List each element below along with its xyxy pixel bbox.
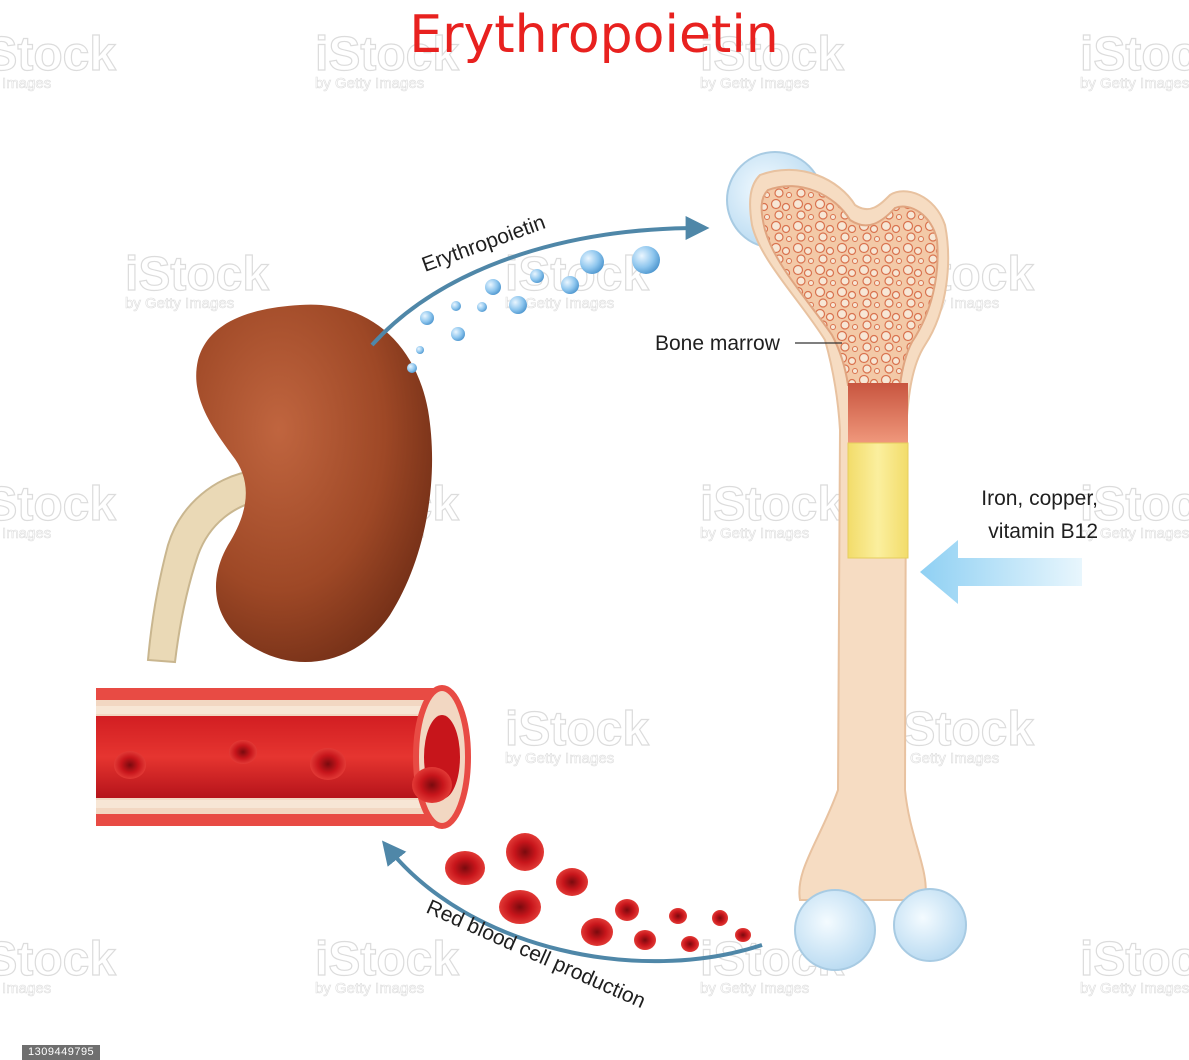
condyle-cartilage-right — [894, 889, 966, 961]
watermark-tagline: by Getty Images — [700, 525, 809, 542]
watermark-brand: iStock — [0, 28, 116, 81]
watermark-brand: iStock — [315, 933, 459, 986]
watermark-tagline: by Getty Images — [1080, 980, 1189, 997]
bone-marrow-label: Bone marrow — [655, 332, 781, 355]
watermark-tagline: by Getty Images — [0, 525, 51, 542]
watermark-tagline: by Getty Images — [1080, 75, 1189, 92]
watermark-brand: iStock — [505, 703, 649, 756]
watermark-grid: iStock by Getty Images iStock by Getty I… — [0, 28, 1189, 997]
red-marrow — [848, 383, 908, 445]
watermark-brand: iStock — [700, 478, 844, 531]
watermark-brand: iStock — [505, 248, 649, 301]
watermark: iStock by Getty Images — [125, 248, 269, 312]
image-id-badge: 1309449795 — [22, 1045, 100, 1060]
watermark: iStock by Getty Images — [0, 478, 116, 542]
nutrients-label-line1: Iron, copper, — [981, 487, 1098, 510]
watermark-tagline: by Getty Images — [890, 750, 999, 767]
nutrients-label-line2: vitamin B12 — [988, 520, 1098, 543]
watermark-tagline: by Getty Images — [0, 75, 51, 92]
page-title: Erythropoietin — [409, 5, 778, 65]
watermark-tagline: by Getty Images — [315, 980, 424, 997]
watermark: iStock by Getty Images — [0, 933, 116, 997]
watermark: iStock by Getty Images — [505, 703, 649, 767]
vessel-lumen — [96, 716, 442, 798]
watermark-tagline: by Getty Images — [0, 980, 51, 997]
watermark-brand: iStock — [0, 933, 116, 986]
watermark-brand: iStock — [0, 478, 116, 531]
watermark-brand: iStock — [1080, 933, 1189, 986]
watermark-brand: iStock — [1080, 28, 1189, 81]
watermark-brand: iStock — [125, 248, 269, 301]
watermark-tagline: by Getty Images — [505, 750, 614, 767]
watermark-tagline: by Getty Images — [700, 980, 809, 997]
watermark: iStock by Getty Images — [1080, 933, 1189, 997]
watermark: iStock by Getty Images — [0, 28, 116, 92]
yellow-marrow — [848, 443, 908, 558]
condyle-cartilage-left — [795, 890, 875, 970]
nutrients-arrow — [920, 540, 1082, 604]
kidney-illustration — [148, 305, 432, 662]
watermark-brand: iStock — [890, 703, 1034, 756]
watermark-tagline: by Getty Images — [315, 75, 424, 92]
blood-vessel — [96, 688, 468, 826]
watermark: iStock by Getty Images — [700, 478, 844, 542]
watermark-tagline: by Getty Images — [700, 75, 809, 92]
watermark: iStock by Getty Images — [890, 703, 1034, 767]
watermark: iStock by Getty Images — [1080, 28, 1189, 92]
watermark: iStock by Getty Images — [315, 933, 459, 997]
watermark-tagline: by Getty Images — [125, 295, 234, 312]
femur-bone — [727, 152, 966, 970]
